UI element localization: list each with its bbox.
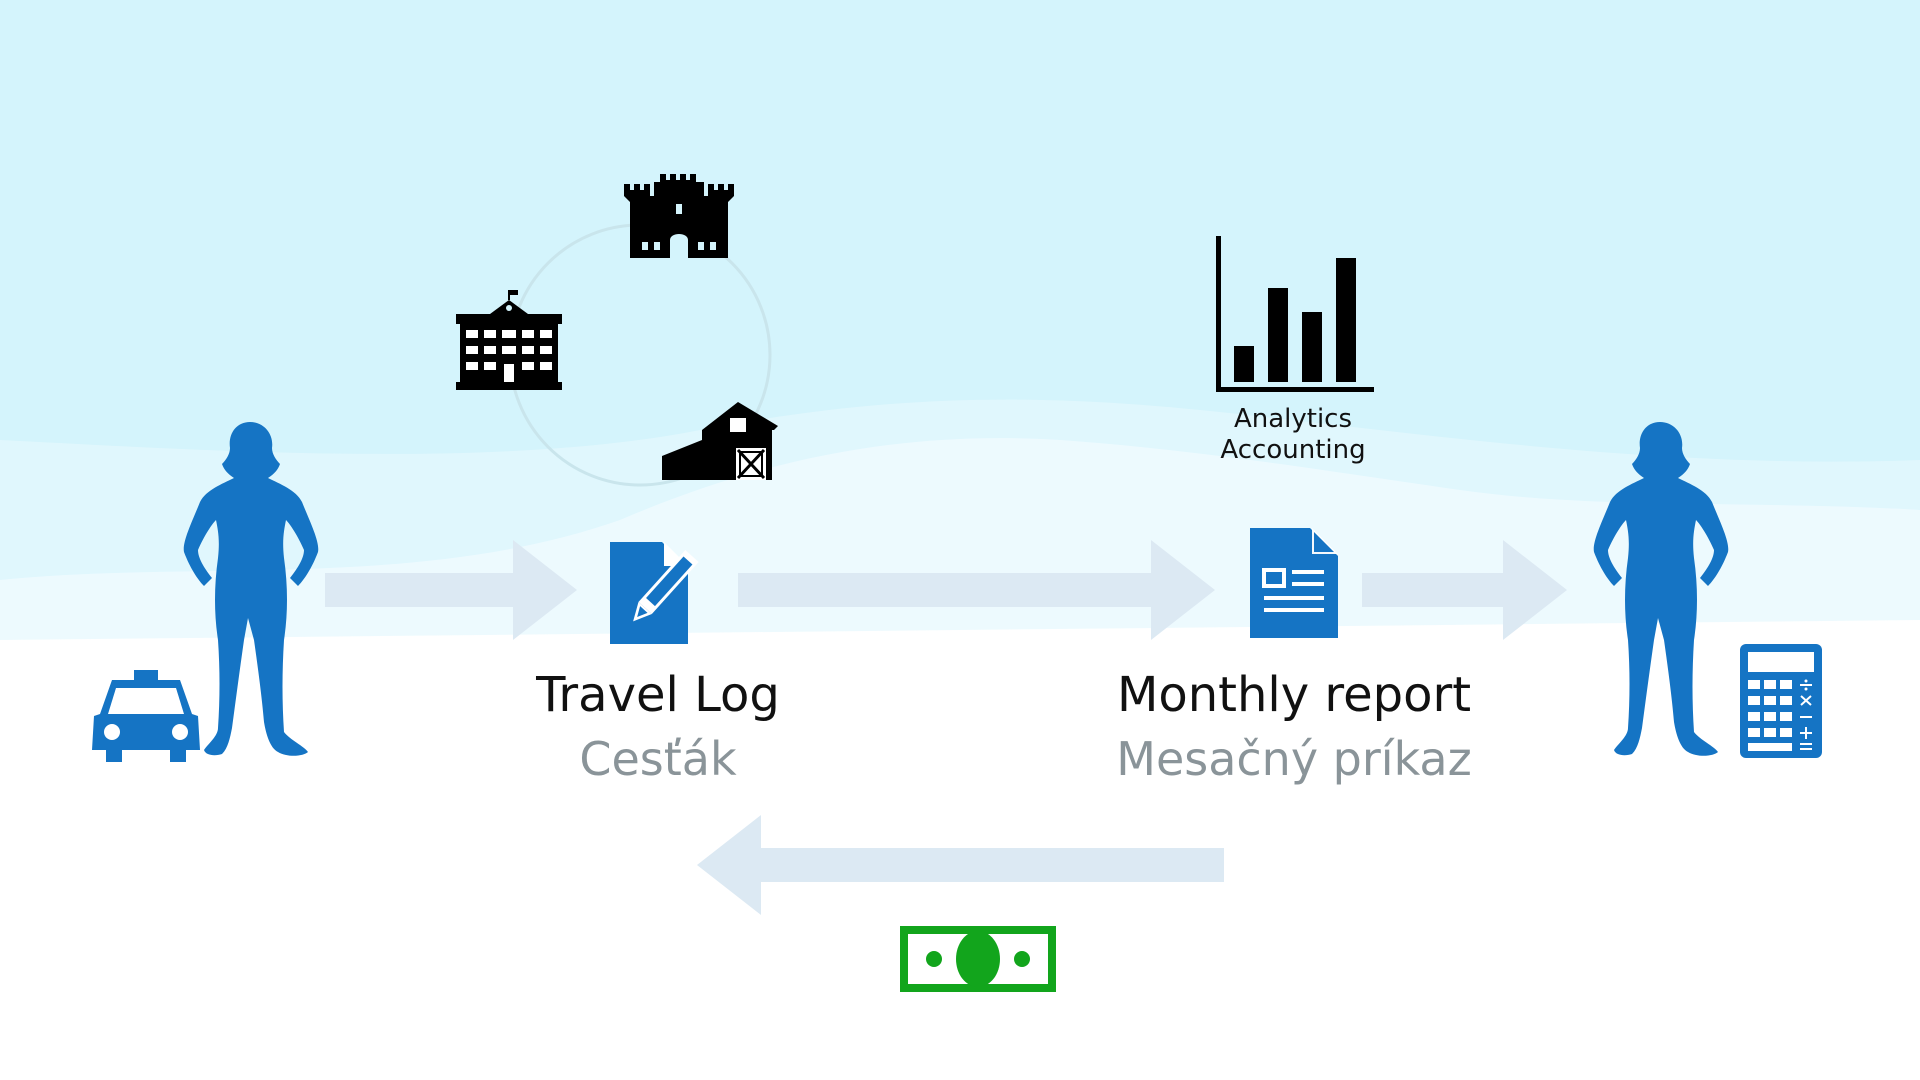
travel-log-title: Travel Log (536, 667, 780, 723)
arrow-payment-back (697, 815, 1224, 915)
analytics-accounting-label: Analytics Accounting (1160, 404, 1426, 466)
document-icon (1250, 528, 1338, 638)
accountant-silhouette-icon (1593, 422, 1729, 756)
school-building-icon (456, 290, 562, 390)
chart-bar-1 (1234, 346, 1254, 382)
document-edit-icon (610, 542, 699, 644)
barn-icon (662, 402, 778, 480)
chart-bar-2 (1268, 288, 1288, 382)
monthly-report-subtitle: Mesačný príkaz (1116, 732, 1472, 786)
arrow-employee-to-log (325, 540, 577, 640)
banknote-icon (900, 926, 1056, 992)
arrow-log-to-report (738, 540, 1215, 640)
arrow-report-to-accountant (1362, 540, 1567, 640)
travel-log-subtitle: Cesťák (579, 732, 737, 786)
analytics-label: Analytics (1233, 404, 1353, 434)
monthly-report-title: Monthly report (1116, 667, 1472, 723)
bar-chart-icon (1216, 236, 1374, 392)
chart-bar-4 (1336, 258, 1356, 382)
chart-bar-3 (1302, 312, 1322, 382)
accounting-label: Accounting (1220, 435, 1366, 465)
castle-icon (624, 174, 734, 258)
calculator-icon (1740, 644, 1822, 758)
employee-silhouette-icon (183, 422, 319, 756)
taxi-icon (92, 670, 200, 762)
